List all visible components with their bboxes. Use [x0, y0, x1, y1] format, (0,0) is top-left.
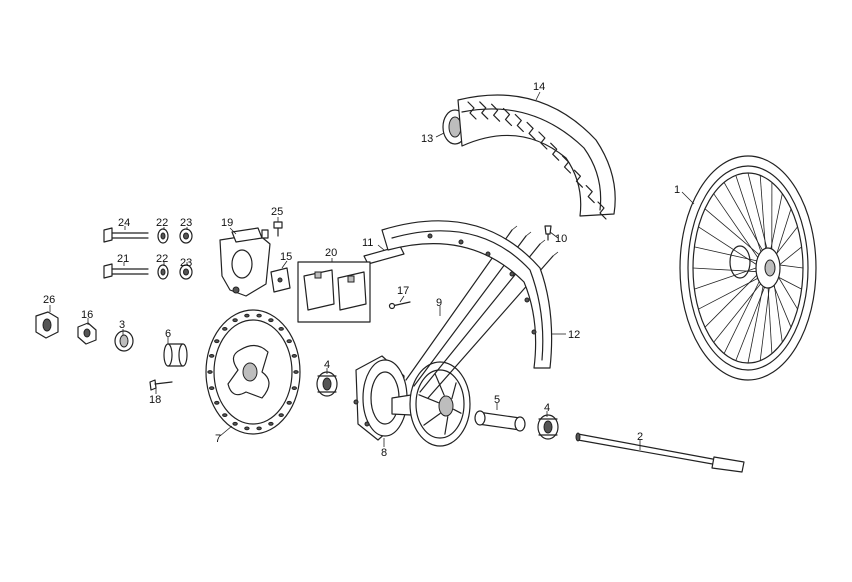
part-4-bearing-left: [316, 371, 338, 397]
label-26: 26: [43, 294, 55, 306]
part-20-brake-pads: [297, 261, 371, 323]
label-14: 14: [533, 81, 545, 93]
part-10-nipple: [544, 225, 552, 241]
leader-lines: [49, 91, 695, 450]
part-3-seal: [114, 330, 134, 352]
part-8-hub: [353, 355, 471, 447]
part-14-tyre: [457, 94, 616, 220]
label-5: 5: [494, 394, 500, 406]
part-7-brake-disc: [205, 309, 301, 435]
part-1-complete-wheel: [679, 155, 817, 381]
part-26-axle-nut: [35, 311, 59, 339]
label-21: 21: [117, 253, 129, 265]
label-22-top: 22: [156, 217, 168, 229]
label-1: 1: [674, 184, 680, 196]
label-10: 10: [555, 233, 567, 245]
part-22-washer-bottom: [157, 264, 169, 280]
part-25-bleed-screw: [273, 221, 283, 237]
part-18-screw: [149, 379, 173, 391]
label-15: 15: [280, 251, 292, 263]
label-7: 7: [215, 433, 221, 445]
label-9: 9: [436, 297, 442, 309]
part-16-nut: [77, 322, 97, 345]
part-6-bushing: [163, 343, 188, 367]
label-12: 12: [568, 329, 580, 341]
label-4-right: 4: [544, 402, 550, 414]
part-4-bearing-right: [537, 414, 559, 440]
part-22-washer-top: [157, 228, 169, 244]
reference-labels: 1 2 3 4 4 5 6 7 8 9 10 11 12 13 14 15 16…: [43, 81, 680, 459]
part-2-axle: [575, 432, 745, 473]
label-13: 13: [421, 133, 433, 145]
part-23-nut-bottom: [179, 264, 193, 280]
label-8: 8: [381, 447, 387, 459]
label-2: 2: [637, 431, 643, 443]
label-3: 3: [119, 319, 125, 331]
part-5-spacer: [474, 410, 526, 432]
part-15-shim: [270, 267, 291, 293]
label-23-top: 23: [180, 217, 192, 229]
part-12-rim: [381, 220, 553, 369]
label-24: 24: [118, 217, 130, 229]
part-9-spokes: [405, 225, 559, 399]
label-11: 11: [362, 237, 373, 249]
label-19: 19: [221, 217, 233, 229]
label-20: 20: [325, 247, 337, 259]
label-17: 17: [397, 285, 409, 297]
part-17-pin: [388, 301, 411, 310]
label-16: 16: [81, 309, 93, 321]
label-25: 25: [271, 206, 283, 218]
label-22-bottom: 22: [156, 253, 168, 265]
part-23-nut-top: [179, 228, 193, 244]
part-24-bolt: [103, 227, 149, 243]
part-21-bolt: [103, 263, 149, 279]
label-23-bottom: 23: [180, 257, 192, 269]
label-18: 18: [149, 394, 161, 406]
label-6: 6: [165, 328, 171, 340]
label-4-left: 4: [324, 359, 330, 371]
part-19-caliper: [219, 227, 271, 297]
